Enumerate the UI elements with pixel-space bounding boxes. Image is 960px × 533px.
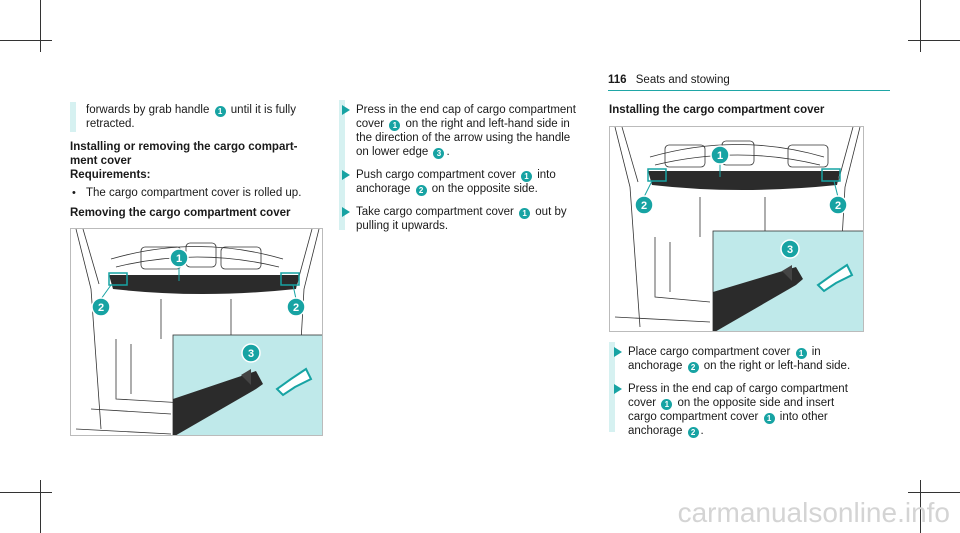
callout-badge: 1	[521, 171, 532, 182]
step-item: Push cargo compartment cover 1 into anch…	[342, 168, 596, 196]
callout-badge: 1	[214, 106, 226, 117]
figure-installing-cover: 1 2 2 3	[609, 126, 864, 332]
step-item: Press in the end cap of cargo compartmen…	[342, 103, 596, 159]
step-item: Place cargo compartment cover 1 in ancho…	[614, 345, 898, 373]
callout-badge: 1	[795, 348, 807, 359]
continuation-bar	[70, 102, 76, 132]
callout-badge: 2	[415, 185, 427, 196]
bullet-icon: •	[72, 187, 76, 199]
callout-badge: 1	[763, 413, 775, 424]
page-number: 116	[608, 74, 627, 86]
crop-mark	[920, 480, 921, 533]
intro-text: forwards by grab handle 1 until it is fu…	[86, 104, 296, 130]
callout-badge: 2	[687, 362, 699, 373]
step-arrow-icon	[614, 384, 622, 394]
callout-badge: 3	[433, 148, 445, 159]
callout-badge: 2	[687, 427, 699, 438]
section-heading: ment cover	[70, 155, 132, 167]
header-rule	[608, 90, 890, 91]
section-title: Seats and stowing	[635, 74, 730, 86]
crop-mark	[40, 480, 41, 533]
cargo-illustration: 1 2 2 3	[75, 229, 322, 435]
crop-mark	[40, 0, 41, 52]
figure-label: 1	[717, 150, 723, 162]
step-item: Press in the end cap of cargo compartmen…	[614, 382, 898, 438]
section-heading: Installing or removing the cargo compart…	[70, 141, 298, 153]
callout-badge: 1	[519, 208, 531, 219]
figure-removing-cover: 1 2 2 3	[70, 228, 323, 436]
step-arrow-icon	[342, 207, 350, 217]
step-item: Take cargo compartment cover 1 out by pu…	[342, 205, 596, 233]
column-2: Press in the end cap of cargo compartmen…	[342, 103, 596, 233]
step-arrow-icon	[614, 347, 622, 357]
crop-mark	[0, 492, 52, 493]
watermark: carmanualsonline.info	[677, 497, 950, 528]
page-header: 116 Seats and stowing	[608, 74, 730, 86]
crop-mark	[0, 40, 52, 41]
column-1-headings: Installing or removing the cargo compart…	[70, 140, 330, 220]
step-bar	[339, 100, 345, 230]
requirements-label: Requirements:	[70, 169, 151, 181]
figure-label: 2	[835, 200, 841, 212]
callout-badge: 1	[389, 120, 401, 131]
crop-mark	[920, 0, 921, 52]
step-bar	[609, 342, 615, 432]
callout-badge: 1	[661, 399, 673, 410]
figure-label: 2	[293, 302, 299, 314]
column-3: Installing the cargo compartment cover	[609, 103, 899, 117]
figure-label: 2	[641, 200, 647, 212]
figure-label: 3	[787, 244, 793, 256]
section-heading: Installing the cargo compartment cover	[609, 104, 825, 116]
figure-label: 2	[98, 302, 104, 314]
cargo-illustration: 1 2 2 3	[614, 127, 863, 331]
crop-mark	[908, 492, 960, 493]
crop-mark	[908, 40, 960, 41]
column-3-steps: Place cargo compartment cover 1 in ancho…	[614, 345, 898, 438]
requirement-item: • The cargo compartment cover is rolled …	[72, 187, 302, 199]
figure-label: 1	[176, 253, 182, 265]
step-arrow-icon	[342, 170, 350, 180]
step-arrow-icon	[342, 105, 350, 115]
section-heading: Removing the cargo compartment cover	[70, 207, 291, 219]
figure-label: 3	[248, 348, 254, 360]
column-1: forwards by grab handle 1 until it is fu…	[86, 103, 326, 131]
